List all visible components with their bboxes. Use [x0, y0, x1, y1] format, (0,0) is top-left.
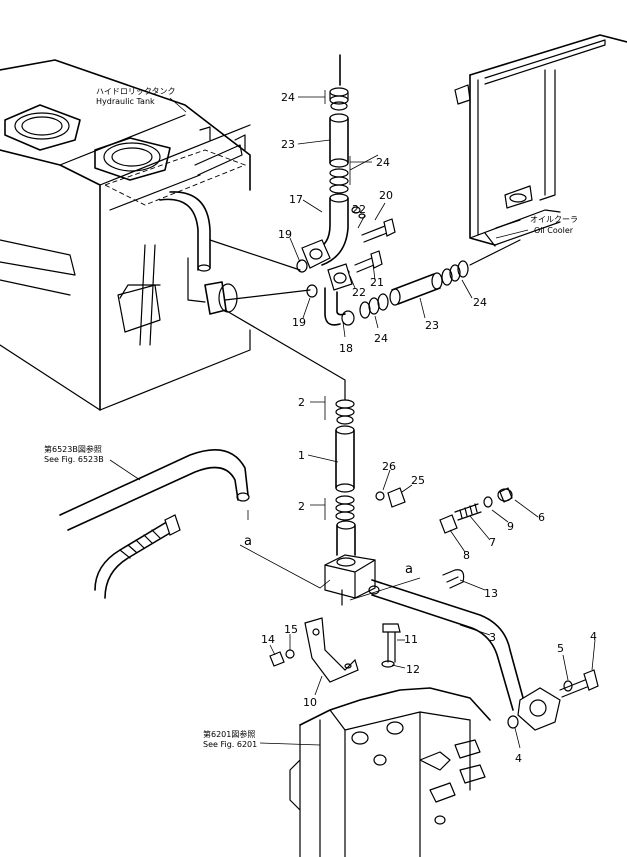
- part-number-1: 1: [298, 449, 305, 462]
- ref-a-right: a: [405, 562, 413, 577]
- part-number-13: 12: [406, 663, 420, 676]
- part-number-2: 2: [298, 500, 305, 513]
- part-number-20: 20: [379, 189, 393, 202]
- part-number-7: 6: [538, 511, 545, 524]
- part-number-11: 10: [303, 696, 317, 709]
- label-oil-cooler-en: Oil Cooler: [534, 226, 574, 235]
- part-number-24: 24: [374, 332, 388, 345]
- part-number-24: 24: [473, 296, 487, 309]
- part-number-22: 22: [352, 286, 366, 299]
- label-fig-6201-en: See Fig. 6201: [203, 740, 257, 749]
- part-number-24: 24: [281, 91, 295, 104]
- label-hydraulic-tank-jp: ハイドロリックタンク: [96, 87, 176, 96]
- part-number-8: 7: [489, 536, 496, 549]
- label-fig-6201-jp: 第6201図参照: [203, 729, 255, 739]
- part-number-16: 15: [284, 623, 298, 636]
- lower-pipe-assembly: [59, 309, 599, 731]
- part-number-12: 11: [404, 633, 418, 646]
- part-number-21: 21: [370, 276, 384, 289]
- control-valve: [289, 687, 491, 857]
- part-number-26: 26: [382, 460, 396, 473]
- leader-lines: [109, 90, 596, 749]
- oil-cooler: [339, 34, 627, 247]
- part-number-23: 23: [425, 319, 439, 332]
- part-number-9: 8: [463, 549, 470, 562]
- part-number-14: 13: [484, 587, 498, 600]
- part-number-18: 18: [339, 342, 353, 355]
- part-number-3: 3: [489, 631, 496, 644]
- part-number-6: 5: [557, 642, 564, 655]
- label-fig-6523b-en: See Fig. 6523B: [44, 455, 104, 464]
- part-numbers: 24 23 24 17 20 22 19 21 22 19 24 18 23 2…: [261, 91, 597, 765]
- part-number-4: 4: [515, 752, 522, 765]
- label-hydraulic-tank-en: Hydraulic Tank: [96, 97, 155, 106]
- part-number-22: 22: [352, 203, 366, 216]
- part-number-19: 19: [292, 316, 306, 329]
- part-number-25: 25: [411, 474, 425, 487]
- part-number-24: 24: [376, 156, 390, 169]
- hydraulic-tank: [0, 59, 251, 411]
- upper-pipe-assembly: [209, 87, 521, 326]
- part-number-17: 17: [289, 193, 303, 206]
- ref-a-left: a: [244, 534, 252, 549]
- label-fig-6523b-jp: 第6523B図参照: [44, 444, 102, 454]
- part-number-19: 19: [278, 228, 292, 241]
- part-number-23: 23: [281, 138, 295, 151]
- part-number-5: 4: [590, 630, 597, 643]
- text-labels: ハイドロリックタンク Hydraulic Tank オイルクーラ Oil Coo…: [44, 87, 578, 749]
- label-oil-cooler-jp: オイルクーラ: [530, 215, 578, 224]
- part-number-2: 2: [298, 396, 305, 409]
- part-number-15: 14: [261, 633, 275, 646]
- part-number-10: 9: [507, 520, 514, 533]
